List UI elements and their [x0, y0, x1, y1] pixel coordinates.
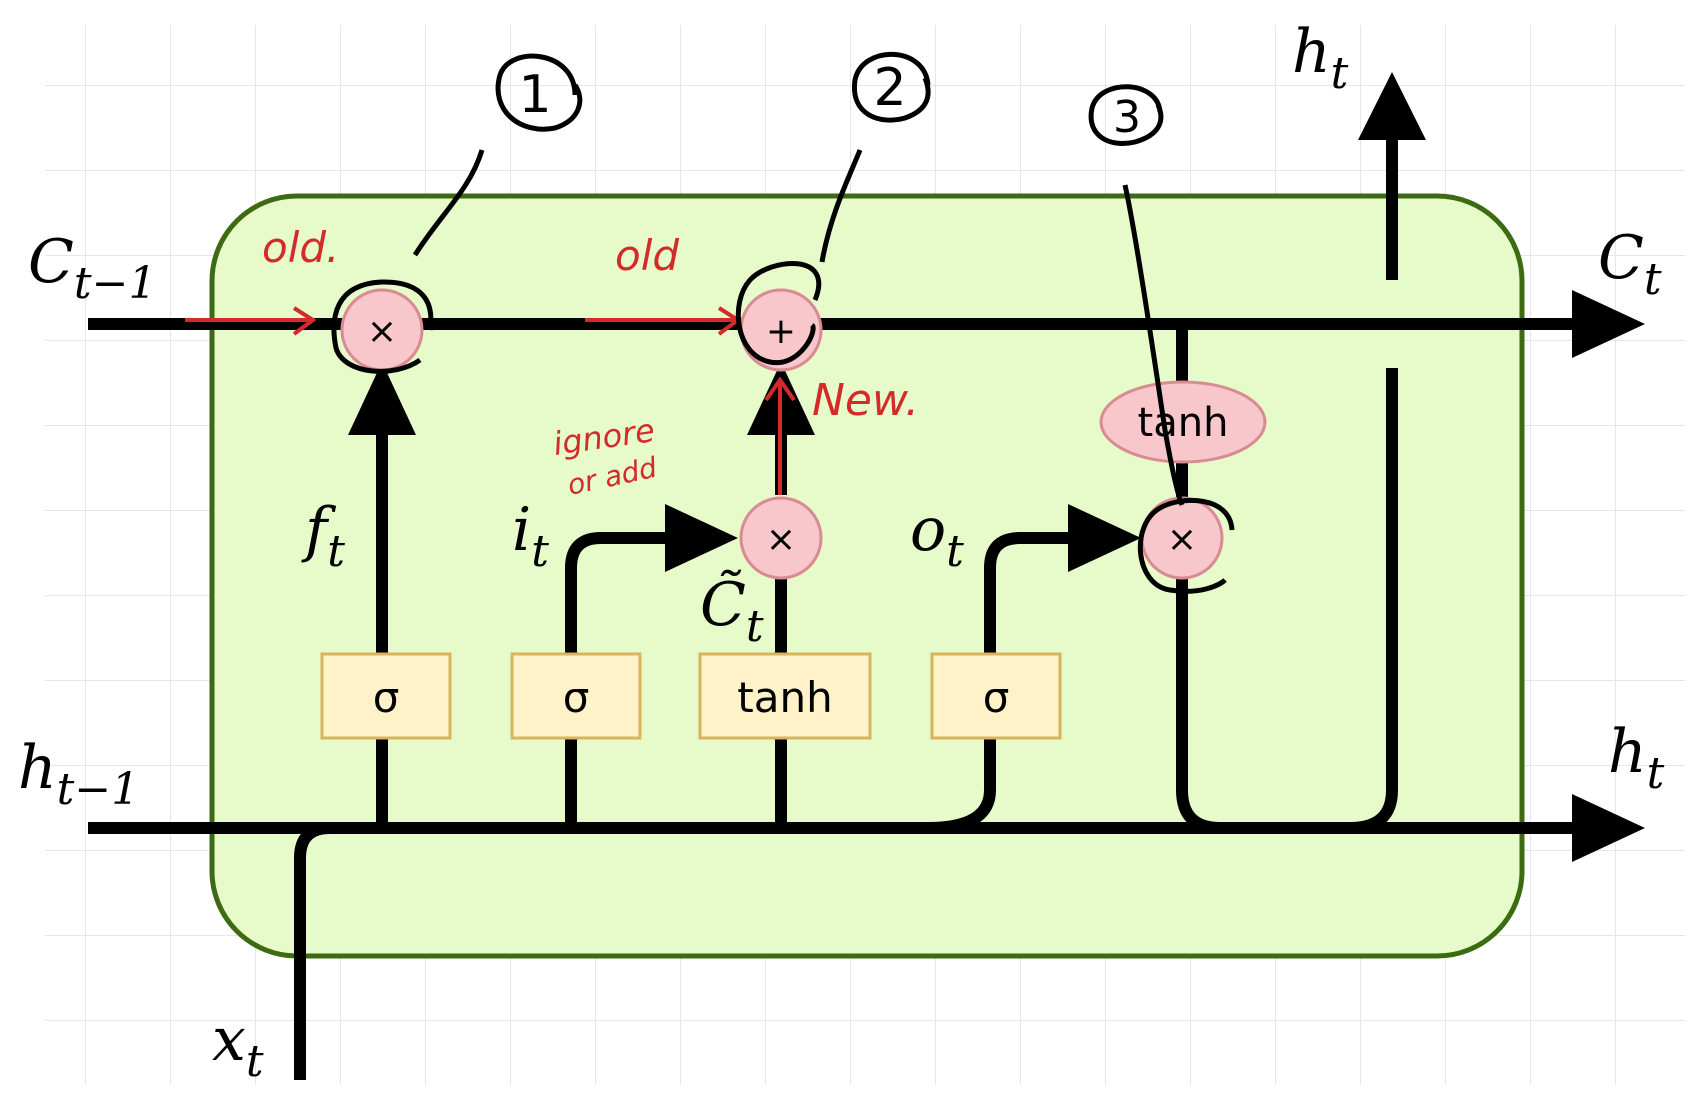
annotation-number-2-text: 2 [873, 58, 906, 118]
black-circle-add [735, 261, 822, 365]
annotation-number-3-text: 3 [1113, 92, 1141, 143]
input-multiply-op: × [739, 496, 823, 580]
label-h-out: ht [1608, 717, 1665, 799]
input-gate-line [565, 532, 680, 828]
annotation-old-2: old [615, 231, 679, 280]
label-c-out: Ct [1598, 223, 1662, 305]
forget-multiply-op: × [340, 288, 424, 372]
red-arrowhead-new [764, 376, 796, 402]
candidate-gate-label: tanh [737, 673, 832, 722]
output-gate-label: σ [983, 673, 1010, 722]
annotation-new: New. [812, 375, 919, 426]
annotation-number-1: 1 [495, 53, 583, 132]
label-candidate: C̃t [700, 569, 764, 652]
hidden-top-arrowhead [1358, 72, 1426, 140]
black-callout-1 [412, 149, 485, 257]
forget-gate: σ [320, 652, 452, 740]
label-input: it [512, 495, 549, 577]
black-circle-forget [331, 279, 434, 374]
cell-state-arrowhead [1572, 290, 1645, 358]
black-circle-output-mult [1137, 497, 1235, 594]
label-h-prev: ht−1 [18, 733, 139, 815]
output-gate: σ [930, 652, 1062, 740]
forget-gate-arrowhead [348, 362, 416, 435]
input-gate-arrowhead [665, 504, 738, 572]
annotation-old-1: old. [262, 223, 339, 272]
forget-multiply-symbol: × [367, 311, 397, 352]
input-gate: σ [510, 652, 642, 740]
output-multiply-symbol: × [1167, 519, 1197, 560]
label-output: ot [910, 495, 964, 577]
annotation-number-2: 2 [852, 51, 931, 123]
candidate-gate: tanh [698, 652, 872, 740]
black-callout-2 [819, 149, 863, 263]
hidden-state-arrowhead [1572, 794, 1645, 862]
input-gate-label: σ [563, 673, 590, 722]
input-x-line [294, 822, 331, 1080]
label-forget: ft [301, 495, 345, 577]
output-multiply-op: × [1140, 496, 1224, 580]
input-multiply-symbol: × [766, 519, 796, 560]
cell-tanh-op: tanh [1099, 380, 1267, 464]
annotation-number-3: 3 [1088, 84, 1164, 146]
label-c-prev: Ct−1 [28, 227, 156, 309]
red-arrowhead-old1 [292, 306, 317, 336]
add-symbol: + [766, 311, 796, 352]
label-h-top: ht [1292, 17, 1349, 99]
add-op: + [739, 288, 823, 372]
black-callout-3 [1122, 184, 1185, 506]
hidden-up-line [1349, 368, 1398, 834]
output-gate-arrowhead [1068, 504, 1141, 572]
label-x-input: xt [212, 1005, 264, 1087]
cell-tanh-label: tanh [1138, 400, 1229, 446]
mult-to-hidden-line [1176, 578, 1221, 834]
annotation-number-1-text: 1 [518, 65, 551, 125]
forget-gate-label: σ [373, 673, 400, 722]
output-gate-line [927, 532, 1080, 834]
